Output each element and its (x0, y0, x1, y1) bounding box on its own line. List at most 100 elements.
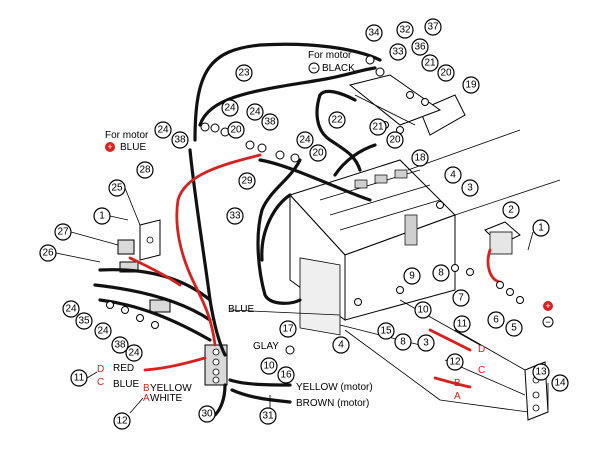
callout-38-c: 38 (111, 336, 129, 354)
callout-9: 9 (403, 267, 421, 285)
minus-terminal-icon (542, 316, 554, 328)
for-motor-blue-line2: BLUE (120, 142, 146, 153)
svg-text:24: 24 (128, 348, 140, 359)
svg-text:11: 11 (457, 319, 468, 330)
svg-text:20: 20 (312, 148, 324, 159)
callout-1-right: 1 (532, 219, 550, 237)
svg-text:8: 8 (438, 268, 444, 279)
svg-text:27: 27 (57, 227, 69, 238)
callout-leaders (55, 187, 549, 414)
svg-text:33: 33 (229, 211, 241, 222)
motor-bracket (348, 74, 466, 136)
callout-38-a: 38 (261, 113, 279, 131)
callout-27: 27 (54, 223, 72, 241)
svg-text:8: 8 (400, 337, 406, 348)
svg-text:24: 24 (299, 135, 311, 146)
b-letter-right: B (454, 378, 461, 389)
svg-text:30: 30 (201, 409, 213, 420)
svg-text:23: 23 (238, 68, 250, 79)
svg-text:17: 17 (282, 324, 294, 335)
callout-20-top: 20 (437, 64, 455, 82)
svg-text:33: 33 (392, 47, 404, 58)
callout-24-f: 24 (94, 322, 112, 340)
blue-wire-label-2: BLUE (113, 379, 139, 390)
callout-5: 5 (505, 319, 523, 337)
svg-text:32: 32 (399, 25, 411, 36)
switch-component (484, 221, 521, 255)
callout-24-g: 24 (125, 344, 143, 362)
callout-23: 23 (235, 64, 253, 82)
c-letter-left: C (97, 377, 104, 388)
svg-text:4: 4 (338, 340, 344, 351)
minus-terminal-sign: − (545, 317, 550, 327)
callout-11-mid: 11 (453, 315, 471, 333)
callout-8-b: 8 (394, 333, 412, 351)
callout-22: 22 (328, 111, 346, 129)
callout-24-a: 24 (221, 99, 239, 117)
svg-text:38: 38 (264, 117, 276, 128)
callout-34: 34 (365, 24, 383, 42)
wire-connector (117, 239, 171, 313)
svg-text:24: 24 (65, 304, 77, 315)
callout-36: 36 (411, 38, 429, 56)
callout-21-mid: 21 (369, 118, 387, 136)
red-wire-label: RED (113, 363, 134, 374)
callout-38-b: 38 (171, 131, 189, 149)
svg-text:13: 13 (535, 367, 547, 378)
for-motor-black-line2: BLACK (322, 63, 355, 74)
yellow-motor-label: YELLOW (motor) (296, 382, 373, 393)
for-motor-black-line1: For motor (308, 50, 352, 61)
callout-33-top: 33 (389, 43, 407, 61)
svg-text:24: 24 (157, 125, 169, 136)
black-wires (93, 42, 382, 417)
d-letter-left: D (97, 364, 104, 375)
blue-wire-label: BLUE (228, 304, 254, 315)
a-letter-right: A (454, 391, 461, 402)
svg-text:38: 38 (114, 340, 126, 351)
svg-text:24: 24 (249, 107, 261, 118)
b-letter-left: B (143, 383, 150, 394)
callout-15: 15 (377, 322, 395, 340)
svg-text:9: 9 (409, 271, 415, 282)
svg-text:10: 10 (263, 361, 275, 372)
callout-13: 13 (532, 363, 550, 381)
svg-text:11: 11 (74, 373, 85, 384)
callout-29: 29 (238, 172, 256, 190)
plus-sign-icon (105, 142, 115, 152)
callout-28: 28 (136, 161, 154, 179)
a-letter-left: A (143, 393, 150, 404)
minus-sign-icon (308, 62, 320, 74)
svg-text:24: 24 (97, 326, 109, 337)
svg-text:16: 16 (280, 370, 292, 381)
callout-19: 19 (462, 76, 480, 94)
glay-wire-label: GLAY (253, 341, 279, 352)
svg-text:5: 5 (511, 323, 517, 334)
svg-text:2: 2 (508, 205, 514, 216)
for-motor-blue-line1: For motor (105, 130, 149, 141)
callout-24-b: 24 (246, 103, 264, 121)
callout-25: 25 (108, 179, 126, 197)
svg-text:1: 1 (538, 223, 544, 234)
svg-text:25: 25 (111, 183, 123, 194)
for-motor-black-sign: − (311, 63, 316, 73)
callout-18: 18 (411, 149, 429, 167)
callout-1-left: 1 (93, 207, 111, 225)
callout-32: 32 (396, 21, 414, 39)
callout-3-top: 3 (461, 179, 479, 197)
svg-text:20: 20 (440, 68, 452, 79)
callout-16: 16 (277, 366, 295, 384)
callout-10-bottom: 10 (260, 357, 278, 375)
callout-24-d: 24 (296, 131, 314, 149)
c-letter-right: C (478, 365, 485, 376)
svg-text:14: 14 (554, 378, 566, 389)
hardware-fasteners (106, 55, 524, 355)
red-wires (128, 153, 502, 389)
for-motor-blue-sign: + (107, 142, 112, 152)
svg-text:36: 36 (414, 42, 426, 53)
callout-2: 2 (502, 201, 520, 219)
callout-21-top: 21 (421, 54, 439, 72)
svg-text:12: 12 (449, 357, 461, 368)
mount-bracket (139, 219, 161, 261)
svg-text:29: 29 (241, 176, 253, 187)
svg-text:15: 15 (380, 326, 392, 337)
